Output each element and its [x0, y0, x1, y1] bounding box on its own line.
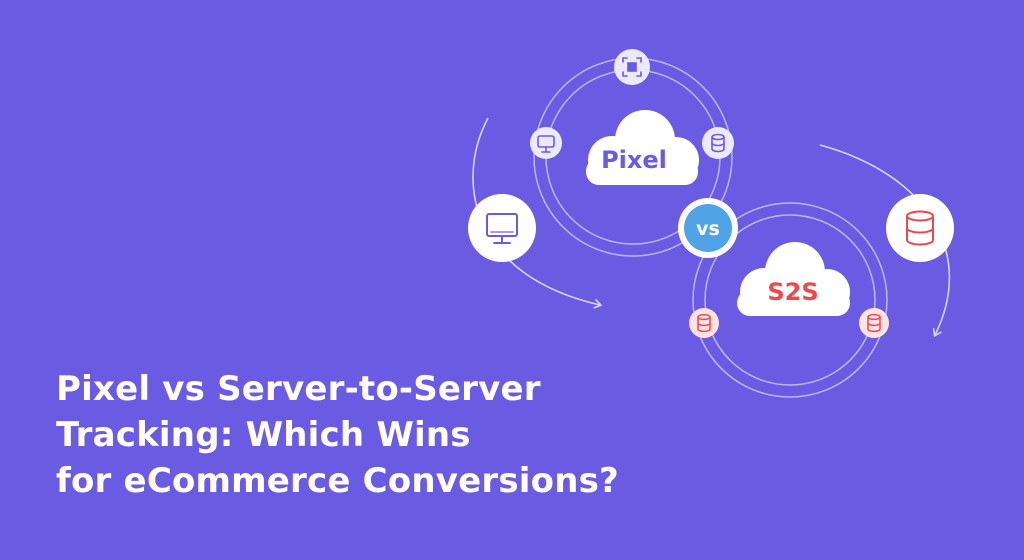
- database-icon: [702, 127, 734, 159]
- pixel-cloud-label: Pixel: [601, 146, 667, 174]
- title-line: for eCommerce Conversions?: [56, 461, 619, 501]
- database-icon: [689, 308, 719, 338]
- pixel-cloud: [586, 110, 699, 185]
- s2s-cloud-label: S2S: [767, 278, 818, 306]
- vs-badge: [678, 198, 738, 258]
- monitor-icon: [530, 127, 562, 159]
- s2s-orbit-rings: [692, 202, 888, 398]
- title-line: Pixel vs Server-to-Server: [56, 369, 541, 409]
- database-icon: [859, 308, 889, 338]
- database-icon: [886, 194, 954, 262]
- vs-label: vs: [696, 218, 720, 240]
- monitor-icon: [468, 194, 536, 262]
- page-title: Pixel vs Server-to-Server Tracking: Whic…: [56, 366, 619, 504]
- s2s-cloud: [737, 242, 850, 316]
- title-line: Tracking: Which Wins: [56, 415, 471, 455]
- target-icon: [614, 49, 650, 85]
